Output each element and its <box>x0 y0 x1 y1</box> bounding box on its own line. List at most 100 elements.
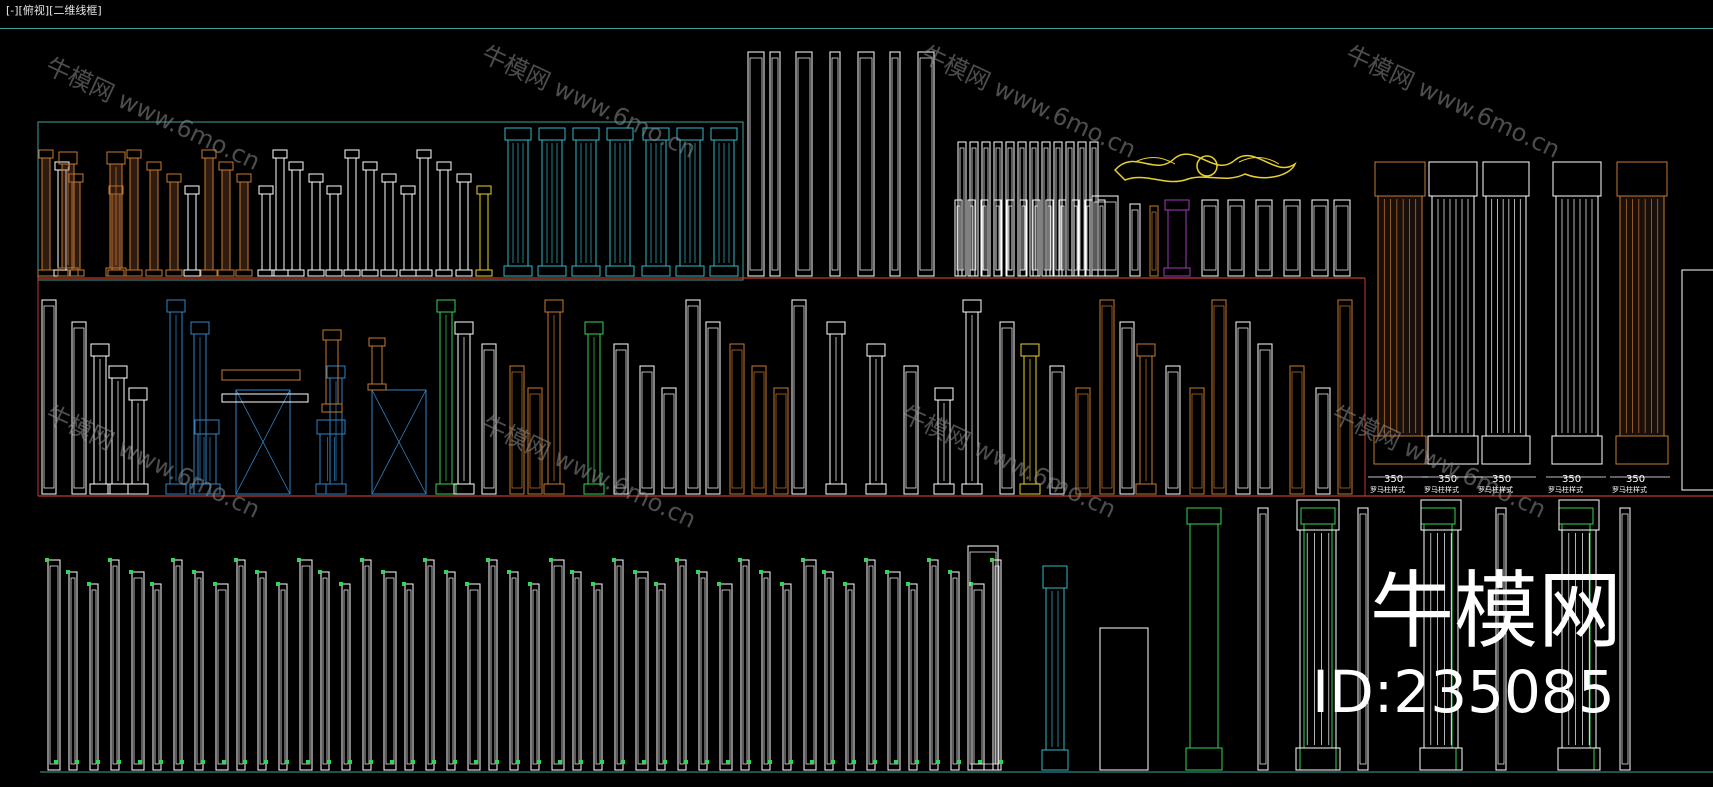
pilaster-panel <box>857 51 875 277</box>
dim-marker <box>915 760 919 764</box>
pilaster-panel <box>527 387 543 495</box>
dim-marker <box>738 558 742 562</box>
pilaster-panel <box>761 571 771 771</box>
column-elevation <box>1615 161 1669 465</box>
dim-marker <box>612 558 616 562</box>
pilaster-panel <box>1211 299 1227 495</box>
dim-marker <box>516 760 520 764</box>
sheet-note: 罗马柱样式 <box>1424 485 1459 494</box>
column-elevation <box>1163 199 1191 277</box>
column-elevation <box>325 365 347 495</box>
column-elevation <box>1373 161 1427 465</box>
column-elevation <box>165 299 187 495</box>
column-elevation <box>1299 507 1337 771</box>
dim-marker <box>852 760 856 764</box>
dim-marker <box>348 760 352 764</box>
pilaster-panel <box>1097 199 1106 277</box>
pilaster-panel <box>446 571 456 771</box>
watermarks: 牛模网 www.6mo.cn 牛模网 www.6mo.cn 牛模网 www.6m… <box>41 40 1564 534</box>
dim-marker <box>633 570 637 574</box>
column-elevation <box>287 161 305 277</box>
dim-marker <box>894 760 898 764</box>
dim-marker <box>717 582 721 586</box>
column-elevation <box>315 419 347 495</box>
column-elevation <box>307 173 325 277</box>
pilaster-panel <box>530 583 540 771</box>
pilaster-panel <box>698 571 708 771</box>
dim-marker <box>432 760 436 764</box>
pilaster-panel <box>341 583 351 771</box>
pilaster-panel <box>1058 199 1067 277</box>
pilaster-panel <box>719 583 733 771</box>
pilaster-panel <box>950 571 960 771</box>
pilaster-panel <box>613 343 629 495</box>
column-elevation <box>105 151 127 277</box>
pilaster-panel <box>845 583 855 771</box>
dimension-text: 350 <box>1626 474 1645 485</box>
column-elevation <box>1557 499 1601 771</box>
pilaster-panel <box>1032 199 1041 277</box>
dim-marker <box>390 760 394 764</box>
brand-name: 牛模网 <box>1370 562 1622 660</box>
pilaster-panel <box>705 321 721 495</box>
pilaster-panel <box>967 199 976 277</box>
pilaster-panel <box>1333 199 1351 277</box>
pilaster-panel <box>1235 321 1251 495</box>
pilaster-panel <box>173 559 183 771</box>
column-elevation <box>1185 507 1223 771</box>
dim-marker <box>306 760 310 764</box>
dim-marker <box>822 570 826 574</box>
column-elevation <box>183 185 201 277</box>
pilaster-panel <box>1099 299 1115 495</box>
pilaster-panel <box>740 559 750 771</box>
column-elevation <box>1019 343 1041 495</box>
pilaster-panel <box>404 583 414 771</box>
pilaster-panel <box>1045 199 1054 277</box>
pilaster-panel <box>467 583 481 771</box>
column-elevation <box>933 387 955 495</box>
dim-marker <box>654 582 658 586</box>
dim-marker <box>528 582 532 586</box>
dim-marker <box>759 570 763 574</box>
pilaster-panel <box>656 583 666 771</box>
dim-marker <box>129 570 133 574</box>
pilaster-panel <box>1227 199 1245 277</box>
column-elevation <box>399 185 417 277</box>
dim-marker <box>264 760 268 764</box>
dim-marker <box>381 570 385 574</box>
dim-marker <box>936 760 940 764</box>
column-elevation <box>107 365 129 495</box>
column-elevation <box>361 161 379 277</box>
pilaster-panel <box>971 583 985 771</box>
dim-marker <box>369 760 373 764</box>
pilaster-panel <box>1255 199 1273 277</box>
column-elevation <box>257 185 275 277</box>
viewport-label[interactable]: [-][俯视][二维线框] <box>6 4 102 17</box>
watermark-7: 牛模网 www.6mo.cn <box>897 400 1120 524</box>
pilaster-panel <box>1075 387 1091 495</box>
column-elevation <box>1419 499 1463 771</box>
column-box <box>235 389 291 495</box>
pilaster-panel <box>1065 141 1075 277</box>
dim-marker <box>255 570 259 574</box>
column-elevation <box>503 127 533 277</box>
pilaster-panel <box>1019 199 1028 277</box>
pilaster-panel <box>980 199 989 277</box>
dim-marker <box>570 570 574 574</box>
dim-marker <box>159 760 163 764</box>
pilaster-panel <box>614 559 624 771</box>
pilaster-panel <box>593 583 603 771</box>
pilaster-panel <box>829 51 841 277</box>
dim-marker <box>297 558 301 562</box>
dim-marker <box>621 760 625 764</box>
dim-marker <box>117 760 121 764</box>
dim-marker <box>339 582 343 586</box>
pilaster-panel <box>685 299 701 495</box>
column-elevation <box>271 149 289 277</box>
dim-marker <box>801 558 805 562</box>
dim-marker <box>843 582 847 586</box>
